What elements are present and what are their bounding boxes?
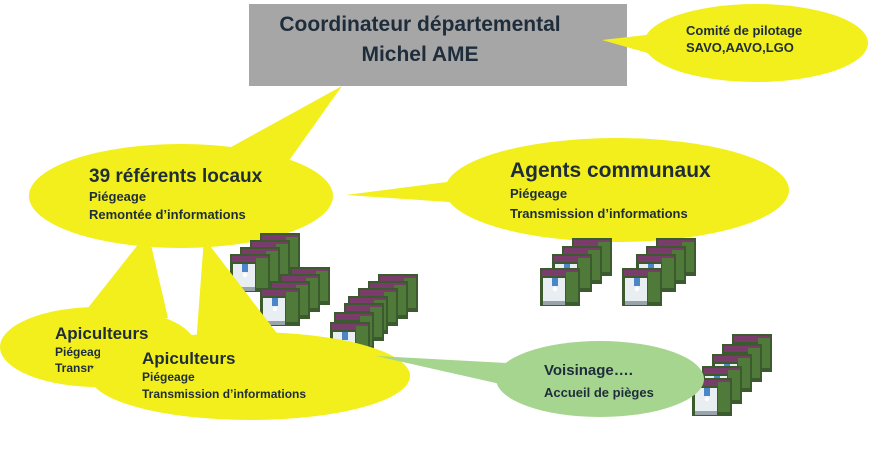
- beekeepers-front-line2: Transmission d’informations: [142, 387, 306, 401]
- neighbourhood-line1: Accueil de pièges: [544, 385, 654, 400]
- municipal-agents-title: Agents communaux: [510, 159, 711, 182]
- neighbourhood-title: Voisinage….: [544, 362, 633, 379]
- local-referents-line1: Piégeage: [89, 189, 146, 204]
- neighbourhood-bubble: Voisinage…. Accueil de pièges: [376, 341, 704, 417]
- steering-committee-line2: SAVO,AAVO,LGO: [686, 40, 794, 55]
- municipal-agents-line2: Transmission d’informations: [510, 206, 688, 221]
- beekeepers-front-title: Apiculteurs: [142, 349, 236, 368]
- coordinator-name: Michel AME: [361, 43, 478, 66]
- coordinator-title: Coordinateur départemental: [279, 13, 560, 36]
- local-referents-title: 39 référents locaux: [89, 166, 263, 187]
- beekeepers-back-title: Apiculteurs: [55, 324, 149, 343]
- beekeepers-back-line1: Piégeage: [55, 345, 108, 359]
- steering-committee-bubble: Comité de pilotage SAVO,AAVO,LGO: [602, 4, 868, 82]
- municipal-agents-line1: Piégeage: [510, 186, 567, 201]
- local-referents-bubble: 39 référents locaux Piégeage Remontée d’…: [29, 86, 342, 248]
- trap-photo-stack-right: [540, 238, 696, 306]
- steering-committee-line1: Comité de pilotage: [686, 23, 802, 38]
- beekeepers-back-bubble: Apiculteurs Piégeage Transmission d’info…: [0, 232, 219, 387]
- beekeepers-back-line2: Transmission d’informations: [55, 361, 219, 375]
- municipal-agents-bubble: Agents communaux Piégeage Transmission d…: [346, 138, 789, 242]
- coordinator-box: Coordinateur départemental Michel AME: [249, 4, 627, 86]
- local-referents-line2: Remontée d’informations: [89, 207, 246, 222]
- beekeepers-front-bubble: Apiculteurs Piégeage Transmission d’info…: [90, 238, 410, 420]
- beekeepers-front-line1: Piégeage: [142, 370, 195, 384]
- trap-photo-stack-neighbourhood: [692, 334, 772, 416]
